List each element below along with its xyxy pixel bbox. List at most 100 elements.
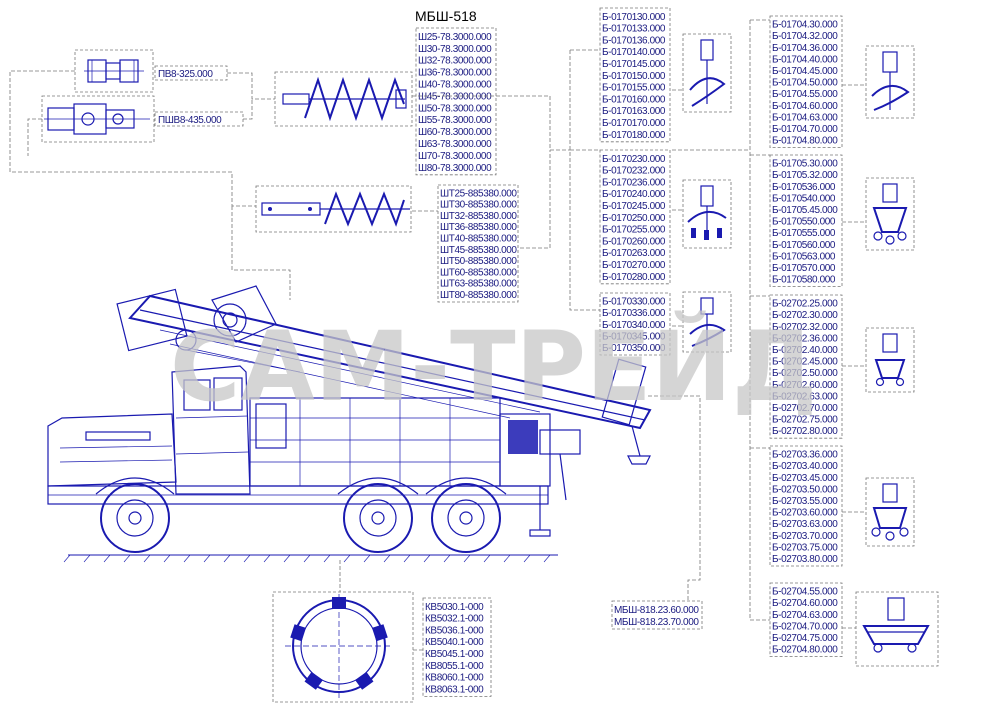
part-code: Б-0170236.000	[602, 177, 666, 188]
drill-bit-drawing-2	[682, 179, 732, 249]
part-code: ШТ80-885380.000	[440, 290, 517, 301]
part-code: Б-0170180.000	[602, 130, 666, 141]
bit-list-1: Б-0170130.000Б-0170133.000Б-0170136.000Б…	[599, 7, 671, 143]
list-frame	[769, 445, 843, 567]
part-code: КВ5030.1-000	[425, 602, 484, 613]
part-code: Б-02702.25.000	[772, 299, 838, 310]
part-code: ШТ50-885380.000	[440, 256, 517, 267]
part-code: Б-0170345.000	[602, 331, 666, 342]
part-code: Б-01705.30.000	[772, 159, 838, 170]
adapter-coupling-2	[41, 95, 155, 143]
part-code: Б-02703.70.000	[772, 531, 838, 542]
list-frame	[437, 184, 519, 303]
part-code: Б-0170160.000	[602, 94, 666, 105]
bit-list-r1: Б-01704.30.000Б-01704.32.000Б-01704.36.0…	[769, 15, 843, 149]
part-code: Ш30-78.3000.000	[418, 44, 492, 55]
part-code: Б-02704.63.000	[772, 610, 838, 621]
list-frame	[769, 154, 843, 288]
part-code: Б-0170536.000	[772, 182, 836, 193]
part-code: Б-0170340.000	[602, 320, 666, 331]
part-code: КВ5040.1-000	[425, 637, 484, 648]
part-code: Б-0170260.000	[602, 236, 666, 247]
part-code: Б-02703.60.000	[772, 508, 838, 519]
part-code: МБШ-818.23.60.000	[614, 605, 699, 616]
adapter-label-frame	[154, 65, 228, 81]
part-code: Б-0170140.000	[602, 47, 666, 58]
part-code: КВ8060.1-000	[425, 673, 484, 684]
rear-wheel-1	[343, 483, 413, 553]
auger-list-sht: ШТ25-885380.000ШТ30-885380.000ШТ32-88538…	[437, 184, 519, 303]
part-code: Ш60-78.3000.000	[418, 127, 492, 138]
adapter-label-2: ПШВ8-435.000	[158, 115, 222, 126]
part-code: КВ5036.1-000	[425, 625, 484, 636]
part-code: Б-01704.45.000	[772, 66, 838, 77]
part-code: ШТ32-885380.000	[440, 211, 517, 222]
part-code: Б-02702.30.000	[772, 310, 838, 321]
part-code: Б-02703.63.000	[772, 519, 838, 530]
part-code: Б-02703.75.000	[772, 542, 838, 553]
bit-list-r2: Б-01705.30.000Б-01705.32.000Б-0170536.00…	[769, 154, 843, 288]
part-code: Б-0170245.000	[602, 201, 666, 212]
part-code: Б-0170350.000	[602, 343, 666, 354]
rear-wheel-2	[431, 483, 501, 553]
part-code: Б-0170336.000	[602, 308, 666, 319]
part-code: Б-0170280.000	[602, 272, 666, 283]
kelly-cross-section	[272, 591, 414, 703]
part-code: ШТ40-885380.000	[440, 234, 517, 245]
bit-list-r4: Б-02703.36.000Б-02703.40.000Б-02703.45.0…	[769, 445, 843, 567]
part-code: Б-0170270.000	[602, 260, 666, 271]
part-code: КВ8063.1-000	[425, 684, 484, 695]
part-code: Б-02703.80.000	[772, 554, 838, 565]
part-code: Б-02702.70.000	[772, 403, 838, 414]
part-code: Б-0170130.000	[602, 12, 666, 23]
part-code: Б-0170255.000	[602, 225, 666, 236]
drill-bit-drawing-r4	[865, 477, 915, 547]
part-code: МБШ-818.23.70.000	[614, 617, 699, 628]
part-code: Б-02702.50.000	[772, 368, 838, 379]
part-code: Б-0170563.000	[772, 251, 836, 262]
auger-list-sh: Ш25-78.3000.000Ш30-78.3000.000Ш32-78.300…	[415, 27, 497, 176]
list-frame	[611, 600, 703, 630]
leader-lines	[9, 19, 866, 651]
part-code: ШТ63-885380.000	[440, 279, 517, 290]
part-code: Б-0170232.000	[602, 166, 666, 177]
part-code: Б-02702.80.000	[772, 426, 838, 437]
part-code: Б-0170250.000	[602, 213, 666, 224]
part-code: Б-02702.63.000	[772, 391, 838, 402]
drill-bit-drawing-r2	[865, 177, 915, 251]
part-code: Б-0170155.000	[602, 83, 666, 94]
part-code: Б-0170560.000	[772, 240, 836, 251]
list-frame	[769, 294, 843, 439]
bit-list-2: Б-0170230.000Б-0170232.000Б-0170236.000Б…	[599, 149, 671, 285]
part-code: КВ8055.1-000	[425, 661, 484, 672]
part-code: Б-0170263.000	[602, 248, 666, 259]
front-wheel	[100, 483, 170, 553]
adapter-label-1: ПВ8-325.000	[158, 69, 213, 80]
part-code: Б-0170136.000	[602, 35, 666, 46]
part-code: Б-0170580.000	[772, 275, 836, 286]
part-code: Б-02703.45.000	[772, 473, 838, 484]
bit-list-r3: Б-02702.25.000Б-02702.30.000Б-02702.32.0…	[769, 294, 843, 439]
part-code: Ш63-78.3000.000	[418, 139, 492, 150]
part-code: Б-02702.75.000	[772, 415, 838, 426]
part-code: Ш55-78.3000.000	[418, 115, 492, 126]
part-code: Б-02702.32.000	[772, 322, 838, 333]
list-frame	[599, 149, 671, 285]
part-code: Б-02703.50.000	[772, 484, 838, 495]
part-code: Б-02703.55.000	[772, 496, 838, 507]
part-code: ШТ45-885380.000	[440, 245, 517, 256]
part-code: Б-0170145.000	[602, 59, 666, 70]
list-frame	[769, 15, 843, 149]
part-code: Б-02702.36.000	[772, 333, 838, 344]
part-code: ШТ30-885380.000	[440, 200, 517, 211]
part-code: Ш80-78.3000.000	[418, 163, 492, 174]
drill-bit-drawing-r1	[865, 45, 915, 119]
part-code: Б-01704.70.000	[772, 124, 838, 135]
part-code: Ш45-78.3000.000	[418, 91, 492, 102]
part-code: Б-02703.40.000	[772, 461, 838, 472]
part-code: Б-0170540.000	[772, 193, 836, 204]
adapter-coupling-1	[74, 49, 154, 93]
list-frame	[769, 582, 843, 657]
